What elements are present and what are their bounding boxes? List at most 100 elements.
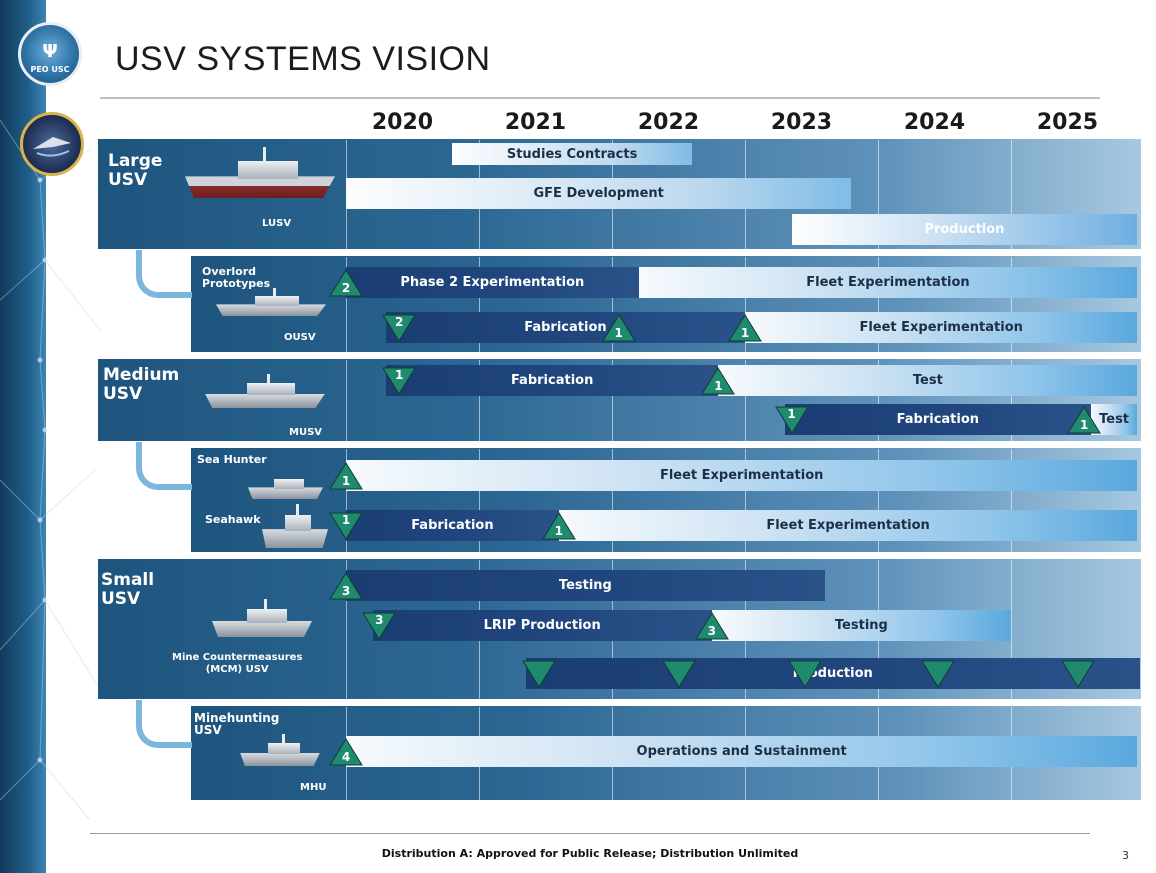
bar-gfe-development: GFE Development bbox=[346, 178, 852, 209]
year-gridline bbox=[346, 257, 347, 352]
year-gridline bbox=[878, 449, 879, 552]
year-label-2023: 2023 bbox=[770, 110, 833, 135]
year-gridline bbox=[479, 360, 480, 441]
year-gridline bbox=[612, 449, 613, 552]
lusv-ship-image bbox=[185, 147, 335, 198]
milestone-up-triangle-icon: 1 bbox=[329, 462, 363, 490]
milestone-up-triangle-icon: 1 bbox=[728, 314, 762, 342]
milestone-number: 4 bbox=[341, 750, 351, 764]
milestone-number: 1 bbox=[740, 326, 750, 340]
connector-small-to-minehunting bbox=[136, 700, 192, 748]
year-label-2021: 2021 bbox=[504, 110, 567, 135]
year-gridline bbox=[878, 360, 879, 441]
milestone-down-triangle-icon: 3 bbox=[362, 612, 397, 640]
milestone-number: 3 bbox=[375, 613, 384, 627]
footer-divider bbox=[90, 833, 1090, 834]
year-label-2020: 2020 bbox=[371, 110, 434, 135]
bar-production: Production bbox=[791, 214, 1138, 245]
milestone-down-triangle-icon: 1 bbox=[774, 406, 809, 434]
year-gridline bbox=[346, 560, 347, 699]
label-seahawk: Seahawk bbox=[205, 513, 261, 526]
label-sea-hunter: Sea Hunter bbox=[197, 453, 267, 466]
unmanned-program-seal bbox=[20, 112, 84, 176]
seahawk-ship-image bbox=[262, 503, 328, 548]
connector-medium-to-seahunter bbox=[136, 442, 192, 490]
bar-testing: Testing bbox=[346, 570, 825, 601]
bar-testing: Testing bbox=[711, 610, 1011, 641]
bar-fleet-experimentation: Fleet Experimentation bbox=[638, 267, 1138, 298]
year-gridline bbox=[479, 257, 480, 352]
label-mcm-usv: Mine Countermeasures(MCM) USV bbox=[172, 652, 303, 675]
ousv-ship-image bbox=[216, 288, 326, 316]
bar-fleet-experimentation: Fleet Experimentation bbox=[558, 510, 1138, 541]
milestone-down-triangle-icon bbox=[1060, 660, 1095, 688]
bar-fabrication: Fabrication bbox=[784, 404, 1091, 435]
year-gridline bbox=[1011, 560, 1012, 699]
title-divider bbox=[100, 97, 1100, 99]
milestone-up-triangle-icon: 1 bbox=[541, 512, 576, 540]
year-label-2022: 2022 bbox=[637, 110, 700, 135]
milestone-number: 2 bbox=[395, 315, 404, 329]
network-pattern bbox=[0, 119, 101, 821]
year-gridline bbox=[479, 449, 480, 552]
milestone-number: 1 bbox=[341, 474, 351, 488]
milestone-down-triangle-icon bbox=[920, 660, 955, 688]
year-gridline bbox=[612, 257, 613, 352]
mcm-usv-ship-image bbox=[212, 598, 312, 637]
page-number: 3 bbox=[1122, 849, 1129, 862]
craft-label-lusv: LUSV bbox=[262, 218, 292, 229]
milestone-up-triangle-icon: 1 bbox=[1067, 406, 1102, 434]
milestone-number: 1 bbox=[787, 407, 796, 421]
milestone-up-triangle-icon: 3 bbox=[694, 612, 729, 640]
bar-fleet-experimentation: Fleet Experimentation bbox=[745, 312, 1138, 343]
milestone-down-triangle-icon: 2 bbox=[382, 314, 417, 342]
year-label-2025: 2025 bbox=[1036, 110, 1099, 135]
craft-label-mhu: MHU bbox=[300, 782, 327, 793]
milestone-number: 1 bbox=[1079, 418, 1089, 432]
milestone-up-triangle-icon: 1 bbox=[701, 367, 736, 395]
logo-trident-icon: Ψ bbox=[42, 41, 58, 62]
year-gridline bbox=[1011, 140, 1012, 250]
mhu-ship-image bbox=[240, 734, 320, 766]
milestone-down-triangle-icon bbox=[787, 660, 822, 688]
year-gridline bbox=[612, 360, 613, 441]
logo-text: PEO USC bbox=[30, 65, 70, 74]
milestone-number: 1 bbox=[554, 524, 563, 538]
peo-logo: Ψ PEO USC bbox=[18, 22, 82, 86]
musv-ship-image bbox=[205, 374, 325, 408]
milestone-up-triangle-icon: 2 bbox=[329, 269, 363, 297]
milestone-down-triangle-icon: 1 bbox=[382, 367, 417, 395]
bar-production: Production bbox=[525, 658, 1140, 689]
sea-hunter-ship-image bbox=[248, 473, 323, 499]
milestone-number: 3 bbox=[707, 624, 716, 638]
milestone-number: 1 bbox=[395, 368, 404, 382]
milestone-down-triangle-icon: 1 bbox=[329, 512, 363, 540]
milestone-number: 1 bbox=[714, 379, 723, 393]
connector-large-to-overlord bbox=[136, 250, 192, 298]
year-gridline bbox=[346, 360, 347, 441]
year-gridline bbox=[745, 360, 746, 441]
bar-phase-2-experimentation: Phase 2 Experimentation bbox=[346, 267, 639, 298]
bar-fabrication: Fabrication bbox=[385, 312, 745, 343]
year-label-2024: 2024 bbox=[903, 110, 966, 135]
year-gridline bbox=[745, 257, 746, 352]
milestone-number: 1 bbox=[614, 326, 623, 340]
year-gridline bbox=[1011, 449, 1012, 552]
year-gridline bbox=[1011, 257, 1012, 352]
milestone-number: 1 bbox=[341, 513, 351, 527]
bar-studies-contracts: Studies Contracts bbox=[452, 143, 692, 165]
craft-label-ousv: OUSV bbox=[284, 332, 316, 343]
bar-lrip-production: LRIP Production bbox=[372, 610, 712, 641]
distribution-statement: Distribution A: Approved for Public Rele… bbox=[381, 847, 799, 860]
year-gridline bbox=[745, 449, 746, 552]
milestone-up-triangle-icon: 4 bbox=[329, 738, 363, 766]
year-gridline bbox=[346, 449, 347, 552]
year-gridline bbox=[878, 140, 879, 250]
milestone-up-triangle-icon: 3 bbox=[329, 572, 363, 600]
